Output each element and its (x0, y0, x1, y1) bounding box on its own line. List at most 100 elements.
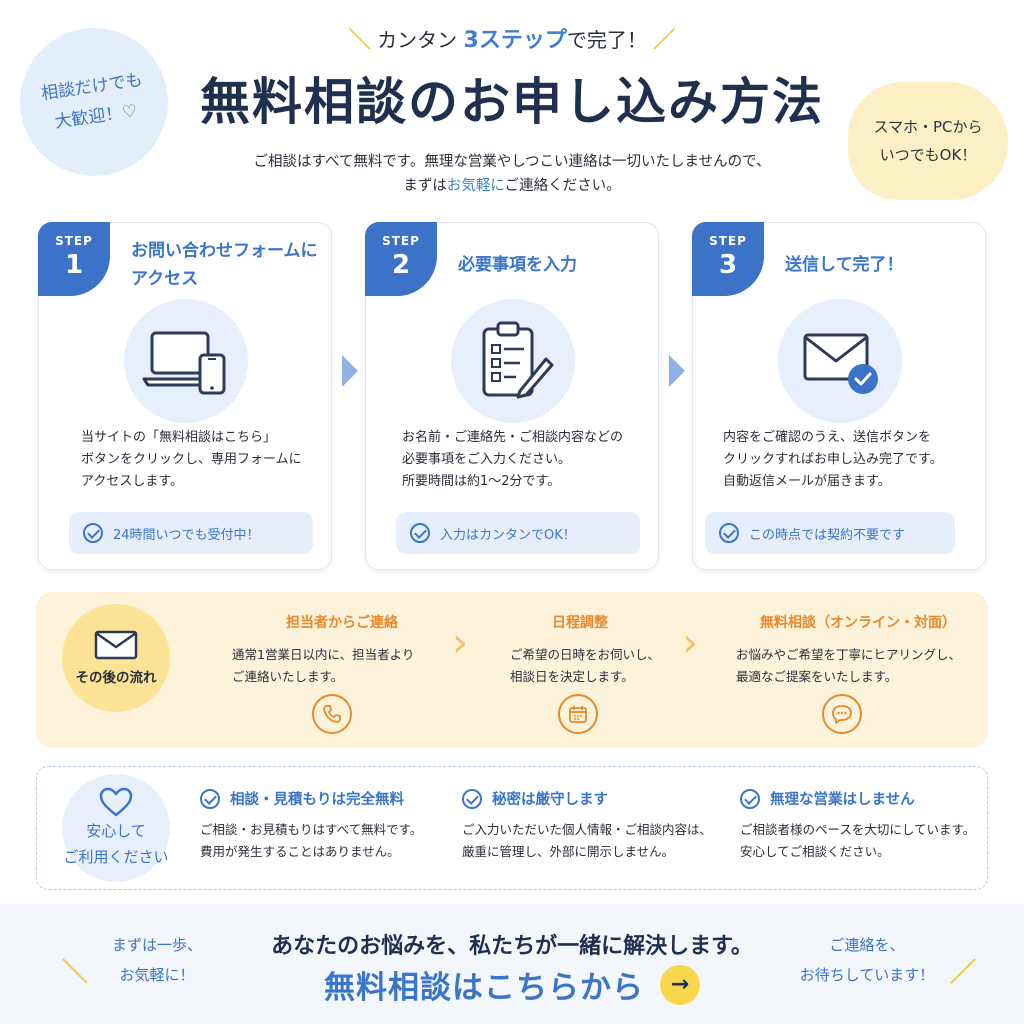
step-desc-line: ボタンをクリックし、専用フォームに (81, 452, 302, 467)
step-tab: STEP 2 (365, 222, 437, 296)
flow-text-line: 最適なご提案をいたします。 (736, 669, 898, 684)
chat-bubble-icon (822, 694, 862, 734)
laptop-phone-icon (124, 299, 248, 423)
flow-text-line: お悩みやご希望を丁寧にヒアリングし、 (736, 647, 962, 662)
flow-item-text: ご希望の日時をお伺いし、 相談日を決定します。 (470, 644, 690, 688)
eyebrow-suffix: で完了！ (566, 28, 647, 52)
step-desc-line: 自動返信メールが届きます。 (723, 474, 891, 489)
heart-icon (99, 787, 133, 817)
badge-device-ok: スマホ・PCから いつでもOK！ (848, 82, 1008, 200)
sparkle-icon: ／ (950, 958, 977, 988)
assurance-item-header: 無理な営業はしません (740, 788, 984, 809)
assurance-item-no-pressure: 無理な営業はしません ご相談者様のペースを大切にしています。 安心してご相談くだ… (740, 788, 984, 863)
assurance-text-line: ご相談者様のペースを大切にしています。 (740, 822, 976, 837)
assurance-item-header: 秘密は厳守します (462, 788, 732, 809)
mail-icon (94, 630, 138, 660)
step-number: 3 (718, 250, 738, 280)
assurance-item-title: 秘密は厳守します (492, 792, 608, 808)
assurance-item-title: 相談・見積もりは完全無料 (230, 792, 404, 808)
lead-line2: まずはお気軽にご連絡ください。 (0, 174, 1024, 198)
check-circle-icon (740, 788, 760, 809)
step-number: 1 (64, 250, 84, 280)
assurance-item-text: ご相談者様のペースを大切にしています。 安心してご相談ください。 (740, 819, 984, 863)
step-card-1: STEP 1 お問い合わせフォームにアクセス 当サイトの「無料相談はこちら」 ボ… (38, 222, 332, 570)
lead-line2-post: ご連絡ください。 (504, 178, 621, 194)
step-arrow-icon (342, 355, 358, 387)
check-circle-icon (410, 523, 430, 543)
page-title: 無料相談のお申し込み方法 (200, 73, 824, 131)
step-card-2: STEP 2 必要事項を入力 お名前・ご連絡先・ご相談内容などの 必要事項をご入… (365, 222, 659, 570)
flow-text-line: ご連絡いたします。 (232, 669, 344, 684)
flow-text-line: 相談日を決定します。 (510, 669, 634, 684)
assurance-item-text: ご入力いただいた個人情報・ご相談内容は、 厳重に管理し、外部に開示しません。 (462, 819, 732, 863)
check-circle-icon (462, 788, 482, 809)
footer-cta-section (0, 904, 1024, 1024)
step-description: お名前・ご連絡先・ご相談内容などの 必要事項をご入力ください。 所要時間は約1〜… (402, 427, 642, 493)
step-description: 当サイトの「無料相談はこちら」 ボタンをクリックし、専用フォームに アクセスしま… (81, 427, 321, 493)
step-number: 2 (391, 250, 411, 280)
clipboard-pen-icon (451, 299, 575, 423)
envelope-check-icon (778, 299, 902, 423)
step-tab: STEP 1 (38, 222, 110, 296)
step-title: 必要事項を入力 (458, 255, 577, 275)
eyebrow-prefix: カンタン (377, 28, 458, 52)
footer-side-left-line: お気軽に！ (119, 966, 195, 984)
flow-item-title: 無料相談（オンライン・対面） (760, 615, 956, 631)
assurance-item-text: ご相談・お見積もりはすべて無料です。 費用が発生することはありません。 (200, 819, 470, 863)
eyebrow-highlight: 3ステップ (463, 28, 567, 53)
flow-text-line: 通常1営業日以内に、担当者より (232, 647, 415, 662)
footer-side-right-line: ご連絡を、 (829, 936, 905, 954)
assurance-item-title: 無理な営業はしません (770, 792, 915, 808)
assurance-section (36, 766, 988, 890)
lead-line2-pre: まずは (403, 178, 447, 194)
flow-item-title: 担当者からご連絡 (286, 615, 398, 631)
step-pill-label: この時点では契約不要です (749, 527, 906, 543)
consult-cta-label[interactable]: 無料相談はこちらから (324, 970, 644, 1006)
assurance-label-line1: 安心して (86, 822, 146, 840)
step-tab-label: STEP (709, 234, 747, 248)
footer-side-right-line: お待ちしています！ (799, 966, 935, 984)
after-flow-label: その後の流れ (75, 670, 157, 686)
flow-item-consultation: 無料相談（オンライン・対面） お悩みやご希望を丁寧にヒアリングし、 最適なご提案… (736, 612, 980, 688)
footer-side-left-line: まずは一歩、 (111, 936, 202, 954)
step-tab-label: STEP (382, 234, 420, 248)
assurance-item-header: 相談・見積もりは完全無料 (200, 788, 470, 809)
lead-text: ご相談はすべて無料です。無理な営業やしつこい連絡は一切いたしませんので、 まずは… (0, 150, 1024, 198)
phone-icon (312, 694, 352, 734)
footer-side-left: まずは一歩、 お気軽に！ (92, 930, 222, 990)
badge-right-line2: いつでもOK！ (879, 146, 977, 164)
step-desc-line: お名前・ご連絡先・ご相談内容などの (402, 430, 624, 445)
step-pill: 入力はカンタンでOK！ (396, 512, 640, 554)
check-circle-icon (83, 523, 103, 543)
sparkle-icon: ＼ (348, 28, 371, 53)
step-desc-line: 所要時間は約1〜2分です。 (402, 474, 561, 489)
assurance-text-line: 安心してご相談ください。 (740, 844, 890, 859)
assurance-badge: 安心して ご利用ください (62, 774, 170, 882)
step-arrow-icon (669, 355, 685, 387)
sparkle-icon: ／ (653, 28, 676, 53)
step-title: お問い合わせフォームにアクセス (131, 241, 318, 289)
lead-line2-highlight: お気軽に (446, 178, 505, 194)
step-desc-line: 当サイトの「無料相談はこちら」 (81, 430, 277, 445)
step-desc-line: アクセスします。 (81, 474, 184, 489)
step-pill-label: 24時間いつでも受付中！ (113, 527, 260, 543)
step-tab: STEP 3 (692, 222, 764, 296)
chevron-right-icon: › (452, 620, 468, 666)
flow-item-text: お悩みやご希望を丁寧にヒアリングし、 最適なご提案をいたします。 (736, 644, 980, 688)
assurance-text-line: 厳重に管理し、外部に開示しません。 (462, 844, 675, 859)
assurance-text-line: 費用が発生することはありません。 (200, 844, 400, 859)
check-circle-icon (200, 788, 220, 809)
flow-item-text: 通常1営業日以内に、担当者より ご連絡いたします。 (232, 644, 452, 688)
calendar-icon (558, 694, 598, 734)
footer-side-right: ご連絡を、 お待ちしています！ (792, 930, 942, 990)
assurance-text-line: ご相談・お見積もりはすべて無料です。 (200, 822, 423, 837)
sparkle-icon: ＼ (62, 958, 89, 988)
consult-cta-link[interactable]: 無料相談はこちらから → (0, 962, 1024, 1007)
badge-right-line1: スマホ・PCから (873, 118, 983, 136)
assurance-label-line2: ご利用ください (63, 848, 169, 866)
step-card-3: STEP 3 送信して完了！ 内容をご確認のうえ、送信ボタンを クリックすればお… (692, 222, 986, 570)
step-desc-line: 必要事項をご入力ください。 (402, 452, 572, 467)
lead-line1: ご相談はすべて無料です。無理な営業やしつこい連絡は一切いたしませんので、 (253, 154, 771, 170)
arrow-right-icon[interactable]: → (660, 964, 700, 1005)
chevron-right-icon: › (682, 620, 698, 666)
